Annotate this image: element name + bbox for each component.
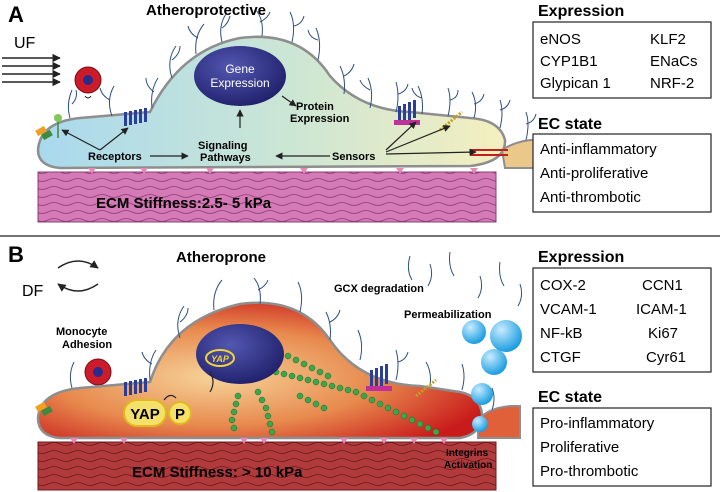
monocyte-line2: Adhesion [62, 339, 112, 351]
ec-state-b-item-2: Proliferative [540, 439, 619, 456]
disturbed-flow-arrows [57, 260, 99, 292]
ec-state-b-item-1: Pro-inflammatory [540, 415, 655, 432]
endothelial-cell-a [36, 35, 507, 170]
expression-a-item-2: KLF2 [650, 31, 686, 48]
focal-adhesions-a [88, 168, 478, 174]
ecm-stiffness-b: ECM Stiffness: > 10 kPa [132, 464, 303, 481]
mechanosensor-channel-b [366, 364, 392, 391]
protein-expression-line2: Expression [290, 113, 350, 125]
signaling-line1: Signaling [198, 140, 248, 152]
ecm-stiffness-a: ECM Stiffness:2.5- 5 kPa [96, 195, 272, 212]
laminar-flow-arrows [2, 53, 61, 87]
receptors-label: Receptors [88, 151, 142, 163]
expression-b-item-2: CCN1 [642, 277, 683, 294]
gene-expression-line1: Gene [225, 62, 255, 76]
expression-b-box [532, 267, 712, 373]
expression-b-item-7: CTGF [540, 349, 581, 366]
nuclear-yap-label: YAP [211, 354, 230, 364]
df-label: DF [22, 283, 44, 300]
integrins-line1: Integrins [446, 448, 489, 459]
focal-adhesions-b [70, 438, 448, 444]
signaling-arrows-a [61, 95, 477, 160]
mechanosensor-channel-a [394, 100, 420, 125]
panel-a-title: Atheroprotective [146, 2, 266, 19]
gcx-degradation-label: GCX degradation [334, 283, 424, 295]
expression-a-item-5: Glypican 1 [540, 75, 611, 92]
yap-box [123, 399, 167, 427]
permeabilization-label: Permeabilization [404, 309, 492, 321]
integrins-line2: Activation [444, 460, 492, 471]
receptor-b [35, 401, 53, 417]
nucleus-a [194, 46, 286, 106]
panel-b-title: Atheroprone [176, 249, 266, 266]
panel-a-letter: A [8, 2, 24, 27]
ec-state-b-box [532, 407, 712, 487]
phospho-label: P [175, 406, 185, 423]
panel-a: A Atheroprotective UF ECM Stiffness:2.5-… [2, 2, 712, 223]
sensors-label: Sensors [332, 151, 375, 163]
expression-b-item-3: VCAM-1 [540, 301, 597, 318]
ec-state-a-title: EC state [538, 116, 602, 133]
gene-expression-line2: Expression [210, 76, 269, 90]
ec-state-a-item-3: Anti-thrombotic [540, 189, 641, 206]
nuclear-yap-outline [205, 349, 235, 367]
glycocalyx-a [67, 9, 537, 141]
expression-b-item-4: ICAM-1 [636, 301, 687, 318]
phosphorylation-link [163, 394, 177, 401]
nucleus-b [196, 324, 284, 384]
expression-a-box [532, 21, 712, 99]
glycocalyx-b [69, 251, 523, 411]
panel-b: B Atheroprone DF Monocyte Adhesion GCX d… [8, 242, 712, 491]
ec-state-a-item-2: Anti-proliferative [540, 165, 648, 182]
uf-label: UF [14, 35, 36, 52]
ion-channel-b [124, 378, 147, 396]
monocyte-a [74, 66, 102, 99]
phospho-circle [168, 401, 192, 425]
protein-expression-line1: Protein [296, 101, 334, 113]
ec-state-b-title: EC state [538, 389, 602, 406]
ec-state-a-box [532, 133, 712, 213]
ecm-layer-b [37, 441, 497, 491]
ec-state-a-item-1: Anti-inflammatory [540, 141, 657, 158]
yap-translocation-arrow [209, 371, 214, 393]
ec-state-b-item-3: Pro-thrombotic [540, 463, 639, 480]
yap-label: YAP [130, 406, 159, 423]
panel-b-letter: B [8, 242, 24, 267]
cilium-sensor-b [415, 378, 437, 398]
actin-stress-fibers [228, 348, 440, 436]
expression-a-item-6: NRF-2 [650, 75, 694, 92]
expression-b-title: Expression [538, 249, 624, 266]
ecm-layer-a [37, 171, 497, 223]
expression-b-item-1: COX-2 [540, 277, 586, 294]
receptor-a [35, 114, 62, 141]
expression-a-item-1: eNOS [540, 31, 581, 48]
expression-b-item-8: Cyr61 [646, 349, 686, 366]
expression-b-item-5: NF-kB [540, 325, 583, 342]
expression-b-item-6: Ki67 [648, 325, 678, 342]
signaling-line2: Pathways [200, 152, 251, 164]
permeabilization-bubbles [462, 320, 522, 432]
monocyte-line1: Monocyte [56, 326, 107, 338]
expression-a-item-4: ENaCs [650, 53, 698, 70]
ion-channel-a [124, 108, 147, 126]
expression-a-title: Expression [538, 3, 624, 20]
expression-a-item-3: CYP1B1 [540, 53, 598, 70]
